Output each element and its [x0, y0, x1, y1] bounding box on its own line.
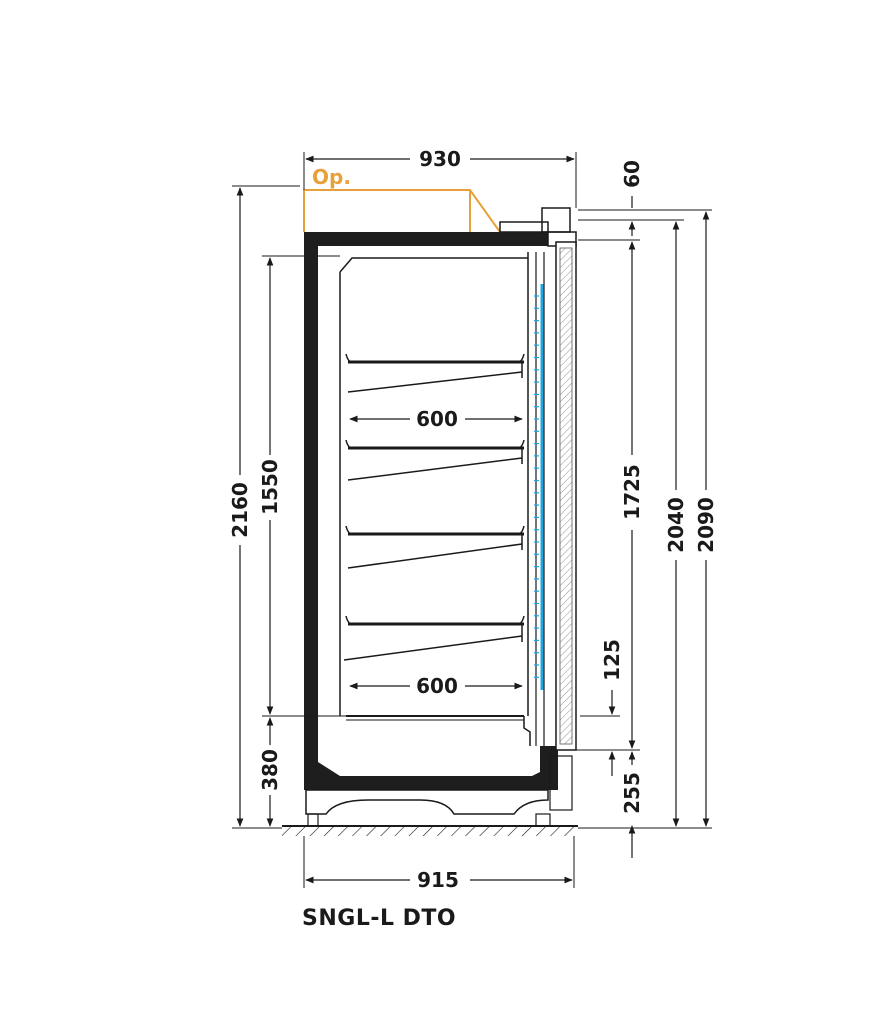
- inner-liner: [339, 252, 545, 746]
- dim-1550: 1550: [258, 459, 282, 515]
- shelf-1: [345, 353, 525, 393]
- dim-930: 930: [419, 147, 461, 171]
- dim-915: 915: [417, 868, 459, 892]
- cabinet-base: [305, 755, 573, 827]
- dim-2160: 2160: [228, 482, 252, 538]
- cabinet-shell: [304, 207, 577, 790]
- model-name: SNGL-L DTO: [302, 906, 457, 931]
- shelf-3: [345, 525, 525, 569]
- optional-canopy: [303, 189, 501, 233]
- dim-60: 60: [620, 160, 644, 188]
- dim-2090: 2090: [694, 497, 718, 553]
- optional-label: Op.: [312, 165, 351, 189]
- glass-door: [555, 241, 577, 751]
- dim-380: 380: [258, 749, 282, 791]
- led-light-strip: [534, 284, 544, 690]
- dim-2040: 2040: [664, 497, 688, 553]
- extension-lines: [232, 152, 712, 888]
- dimension-lines: [236, 155, 710, 884]
- dim-255: 255: [620, 772, 644, 814]
- dim-1725: 1725: [620, 464, 644, 520]
- dim-125: 125: [600, 639, 624, 681]
- floor: [282, 825, 578, 836]
- dim-600-lower: 600: [416, 674, 458, 698]
- dim-600-upper: 600: [416, 407, 458, 431]
- bottom-deck: [346, 715, 531, 746]
- shelf-4: [343, 615, 525, 661]
- shelf-2: [345, 439, 525, 481]
